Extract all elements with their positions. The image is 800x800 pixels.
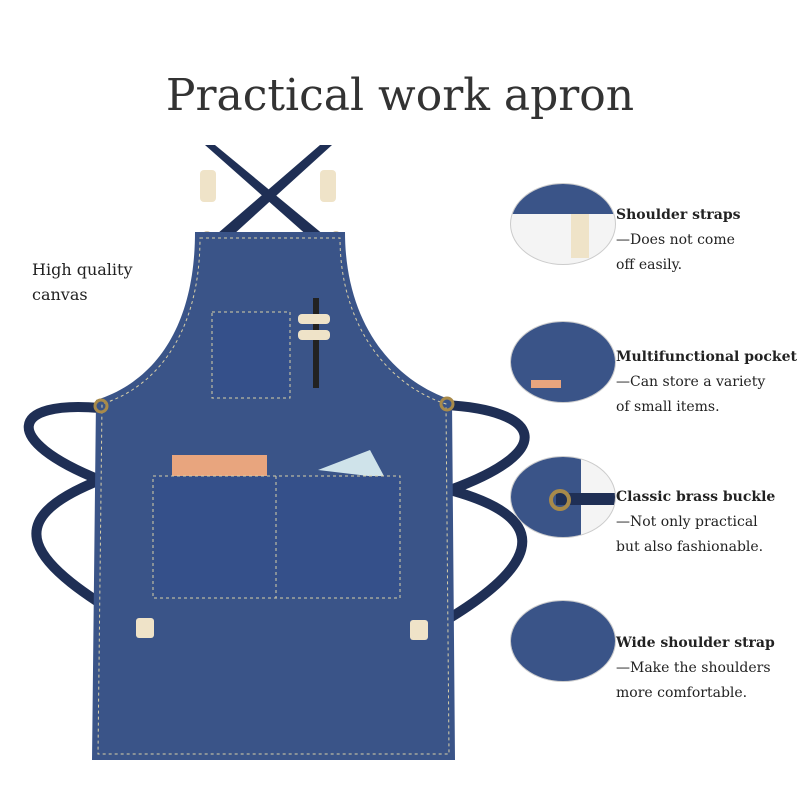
left-label-line: High quality [32,260,133,279]
shoulder-strap [210,145,332,245]
detail-wide-strap [510,600,616,682]
feature-text: but also fashionable. [616,539,764,555]
left-label: High quality canvas [32,257,133,307]
feature-heading: Classic brass buckle [616,489,776,505]
leather-tab [320,170,336,202]
feature-text: off easily. [616,257,683,273]
feature-text: —Not only practical [616,514,758,530]
detail-pocket [510,321,616,403]
pen-holder [298,330,330,340]
book [172,455,267,477]
feature-text: —Make the shoulders [616,660,771,676]
detail-shoulder-straps [510,183,616,265]
left-label-line: canvas [32,285,88,304]
feature-heading: Wide shoulder strap [616,635,775,651]
leather-tab [410,620,428,640]
page-title: Practical work apron [165,70,635,121]
feature-text: of small items. [616,399,720,415]
feature-buckle: Classic brass buckle —Not only practical… [616,485,775,560]
pen-holder [298,314,330,324]
feature-text: —Does not come [616,232,735,248]
feature-pocket: Multifunctional pocket —Can store a vari… [616,345,797,420]
feature-text: —Can store a variety [616,374,766,390]
book [318,450,385,478]
leather-tab [136,618,154,638]
feature-text: more comfortable. [616,685,748,701]
leather-tab [200,170,216,202]
feature-wide-strap: Wide shoulder strap —Make the shoulders … [616,631,775,706]
pen [313,298,319,388]
feature-shoulder-straps: Shoulder straps —Does not come off easil… [616,203,741,278]
chest-pocket [211,311,291,399]
detail-buckle [510,456,616,538]
feature-heading: Multifunctional pocket [616,349,797,365]
feature-heading: Shoulder straps [616,207,741,223]
